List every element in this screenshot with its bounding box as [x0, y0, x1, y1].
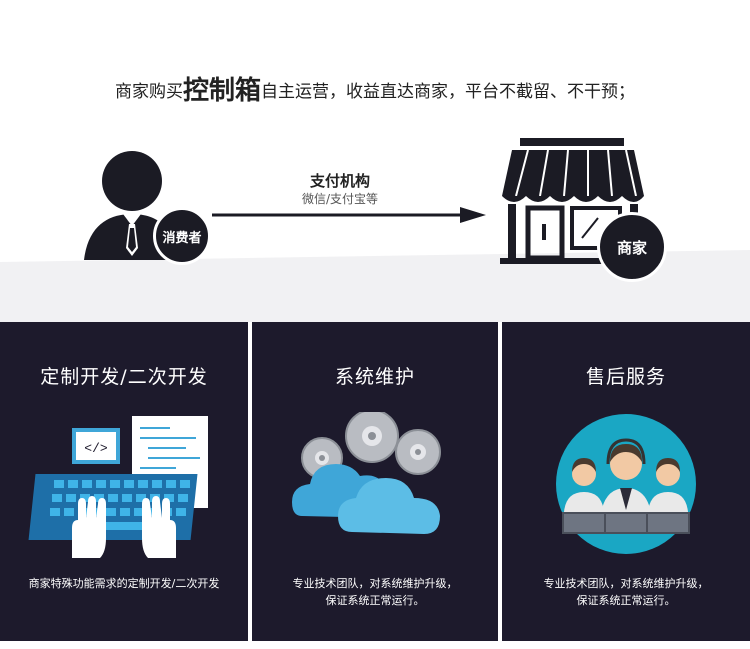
background-slope: [0, 250, 750, 322]
panel-maintenance: 系统维护 专业技术团队，对系统维护升级， 保证系统正常运行。: [252, 322, 498, 641]
arrow-right-icon: [212, 207, 486, 223]
desc-line: 商家特殊功能需求的定制开发/二次开发: [28, 577, 220, 590]
consumer-badge: 消费者: [153, 207, 211, 265]
services-section: 定制开发/二次开发 </>: [0, 322, 750, 649]
keyboard-code-icon: </>: [28, 416, 208, 558]
headline-post: 自主运营，收益直达商家，平台不截留、不干预；: [261, 82, 635, 102]
payment-title: 支付机构: [309, 172, 370, 190]
panel-title: 定制开发/二次开发: [40, 366, 208, 388]
desc-line: 保证系统正常运行。: [325, 594, 425, 607]
hero-section: 商家购买控制箱自主运营，收益直达商家，平台不截留、不干预； 消费者 支付机构 微…: [0, 0, 750, 322]
headline-emphasis: 控制箱: [182, 76, 261, 106]
panel-title: 系统维护: [334, 366, 415, 388]
panel-description: 专业技术团队，对系统维护升级， 保证系统正常运行。: [252, 575, 498, 609]
panel-after-sales: 售后服务 专业技术团队，对系统维护升级， 保证系统: [502, 322, 750, 641]
desc-line: 保证系统正常运行。: [576, 594, 676, 607]
panel-custom-dev: 定制开发/二次开发 </>: [0, 322, 248, 641]
panel-description: 商家特殊功能需求的定制开发/二次开发: [0, 575, 248, 592]
desc-line: 专业技术团队，对系统维护升级，: [543, 577, 709, 590]
merchant-label: 商家: [616, 238, 647, 257]
cloud-gear-icon: [292, 412, 441, 534]
payment-subtitle: 微信/支付宝等: [301, 192, 379, 206]
panel-title: 售后服务: [585, 366, 666, 388]
support-team-icon: [556, 414, 696, 554]
panel-description: 专业技术团队，对系统维护升级， 保证系统正常运行。: [502, 575, 750, 609]
merchant-badge: 商家: [597, 212, 667, 282]
svg-text:</>: </>: [84, 441, 108, 456]
desc-line: 专业技术团队，对系统维护升级，: [292, 577, 458, 590]
consumer-label: 消费者: [162, 230, 202, 246]
headline: 商家购买控制箱自主运营，收益直达商家，平台不截留、不干预；: [0, 70, 750, 107]
headline-pre: 商家购买: [114, 82, 183, 102]
